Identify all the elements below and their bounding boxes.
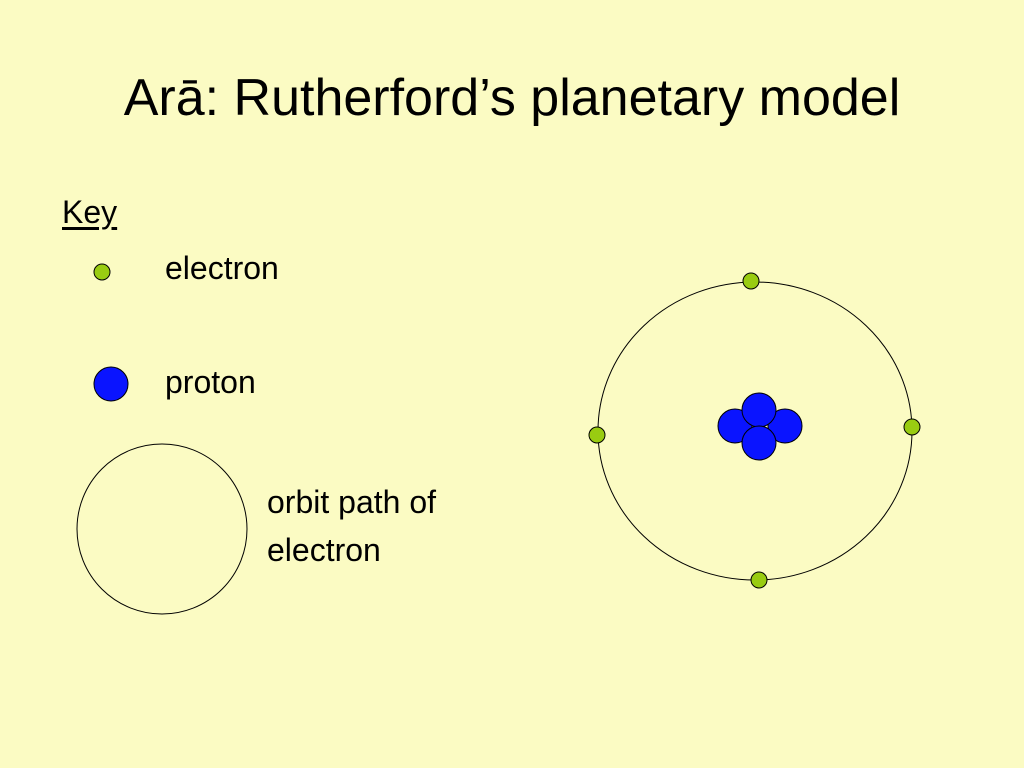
nucleus-proton-bottom <box>741 425 777 461</box>
orbit-electron-left <box>588 426 606 444</box>
key-proton-symbol <box>93 366 129 402</box>
orbit-electron-bottom <box>750 571 768 589</box>
nucleus-proton-right <box>767 408 803 444</box>
nucleus-proton-top <box>741 392 777 428</box>
key-proton-label: proton <box>165 364 256 400</box>
key-orbit-label-line-2: electron <box>267 532 381 568</box>
slide-title: Arā: Rutherford’s planetary model <box>123 69 901 127</box>
nucleus <box>717 392 803 461</box>
key-orbit-label-line-1: orbit path of <box>267 484 436 520</box>
key-orbit-symbol <box>76 443 248 615</box>
orbit-electron-right <box>903 418 921 436</box>
key-electron-symbol <box>93 263 111 281</box>
key-heading: Key <box>62 194 118 230</box>
atom-model <box>588 272 921 589</box>
key-electron-label: electron <box>165 250 279 286</box>
key-orbit-label: orbit path of electron <box>267 478 436 574</box>
orbit-electron-top <box>742 272 760 290</box>
